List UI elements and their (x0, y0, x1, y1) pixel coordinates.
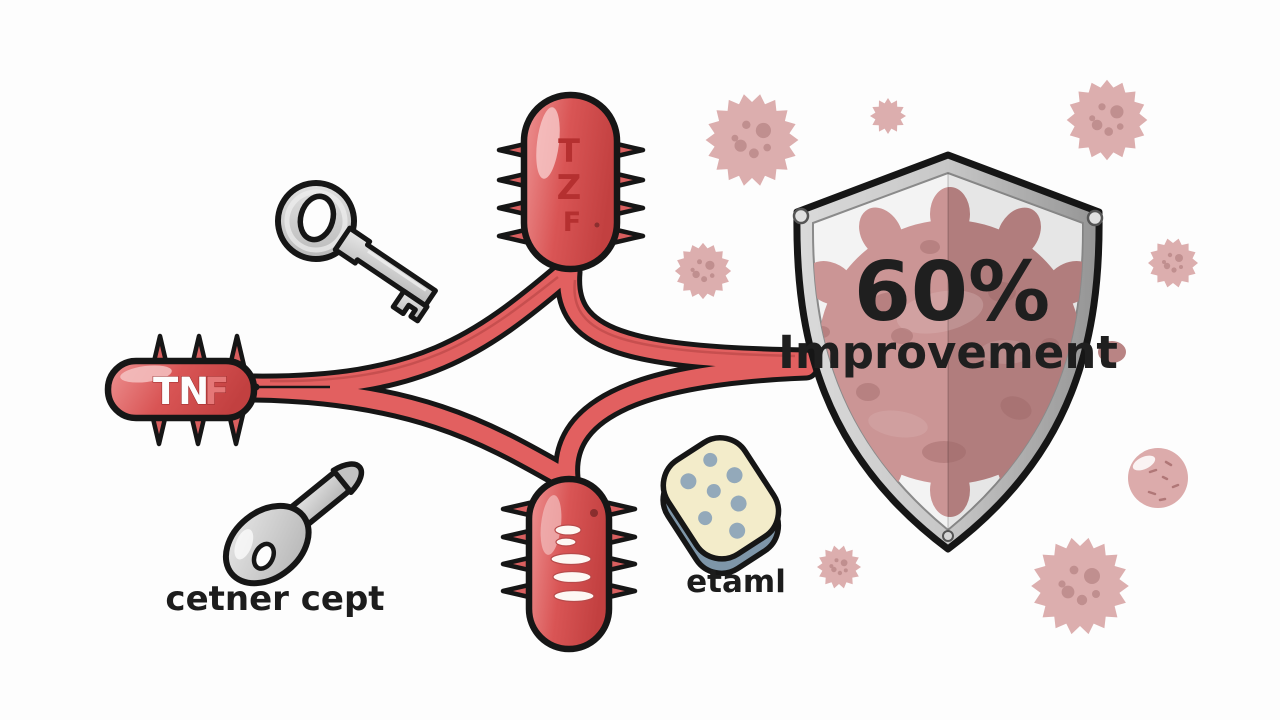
receptor-letter-t: T (558, 132, 580, 170)
receptor-capsule-top: T Z F (520, 91, 621, 273)
receptor-letter-f: F (563, 207, 581, 238)
shield-percent-text: 60% (854, 245, 1050, 340)
shield-rivet-bottom (942, 530, 954, 542)
tnf-label-red: F (204, 370, 229, 413)
tnf-label-white: TN (153, 370, 209, 413)
key-label: cetner cept (165, 579, 384, 619)
bullet-key-icon (222, 461, 365, 587)
virus-decorations (674, 79, 1198, 635)
shield-caption-text: Improvement (778, 326, 1118, 379)
shield-edge-blob (1098, 341, 1126, 363)
tnf-molecule: TN F (104, 357, 330, 422)
connector-tubes (238, 258, 820, 492)
sponge-icon (660, 435, 782, 577)
sponge-label: etaml (686, 564, 786, 600)
receptor-letter-z: Z (557, 168, 582, 208)
shield-rivet-left (792, 207, 810, 225)
shield-rivet-right (1086, 209, 1104, 227)
pink-cell-ball (1128, 448, 1188, 508)
key-icon (275, 180, 438, 324)
receptor-capsule-bottom (525, 475, 613, 653)
protection-shield: 60% Improvement (778, 151, 1118, 553)
